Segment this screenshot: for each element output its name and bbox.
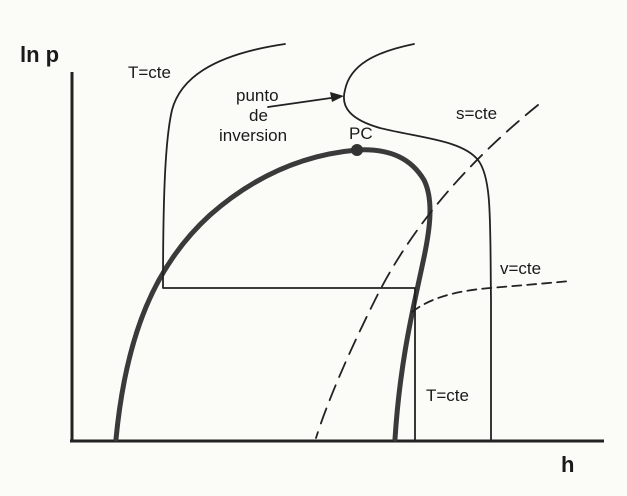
isochore-label: v=cte (500, 259, 541, 278)
saturation-dome (113, 147, 433, 442)
critical-point-label: PC (349, 124, 373, 143)
isotherm-line (162, 43, 416, 442)
isotherm-bottom-label: T=cte (426, 386, 469, 405)
inversion-label-line1: punto (236, 86, 279, 105)
isotherm-top-label: T=cte (128, 63, 171, 82)
critical-point-marker (351, 144, 363, 156)
inversion-curve (343, 43, 492, 441)
inversion-label-line3: inversion (219, 126, 287, 145)
isochore-line (411, 280, 571, 313)
inversion-arrow-line (267, 96, 339, 108)
inversion-label-line2: de (249, 106, 268, 125)
y-axis-label: ln p (20, 42, 59, 67)
x-axis-label: h (561, 452, 574, 477)
isentrope-line (315, 104, 539, 439)
isentrope-label: s=cte (456, 104, 497, 123)
inversion-arrow-head (330, 92, 344, 102)
